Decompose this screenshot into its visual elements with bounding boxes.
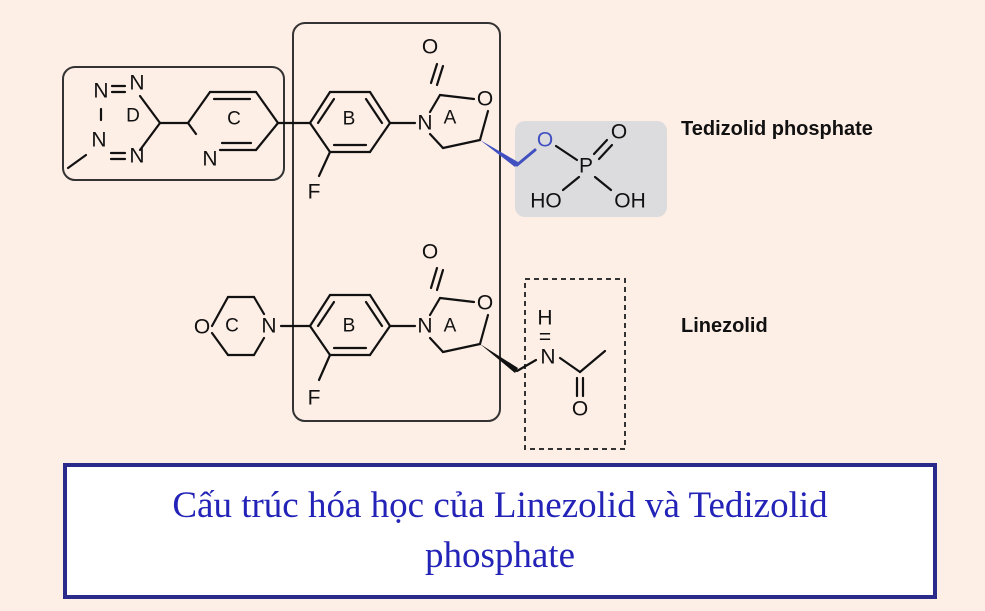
atom-o: O <box>572 398 588 421</box>
atom-n: N <box>202 148 217 171</box>
atom-n: N <box>93 80 108 103</box>
ring-label-d: D <box>126 106 140 127</box>
box-rings-a-b <box>292 22 501 422</box>
ring-label-b: B <box>343 109 356 130</box>
linezolid-structure: O N C F B N O O A H = N <box>194 241 607 421</box>
compound-name-tedizolid: Tedizolid phosphate <box>681 118 873 140</box>
atom-n: N <box>91 129 106 152</box>
atom-o: O <box>611 121 627 144</box>
atom-n: N <box>261 315 276 338</box>
atom-p: P <box>579 155 593 178</box>
atom-o: O <box>477 88 493 111</box>
tedizolid-structure: N N N N D N C F B N <box>66 36 646 213</box>
atom-n: N <box>129 72 144 95</box>
atom-n: N <box>417 315 432 338</box>
atom-o-linker: O <box>537 129 553 152</box>
figure-caption: Cấu trúc hóa học của Linezolid và Tedizo… <box>63 463 937 599</box>
ring-label-a: A <box>444 316 457 337</box>
bond-equals-mark: = <box>539 326 551 349</box>
ring-label-a: A <box>444 108 457 129</box>
box-acetamide <box>524 278 626 450</box>
atom-oh: OH <box>614 190 646 213</box>
atom-ho: HO <box>530 190 562 213</box>
atom-n: N <box>129 145 144 168</box>
ring-label-c: C <box>225 316 239 337</box>
atom-n: N <box>540 346 555 369</box>
atom-o: O <box>422 36 438 59</box>
atom-h: H <box>537 307 552 330</box>
compound-name-linezolid: Linezolid <box>681 315 768 337</box>
atom-n: N <box>417 112 432 135</box>
atom-o: O <box>194 316 210 339</box>
atom-f: F <box>308 181 321 204</box>
box-phosphate <box>515 121 667 217</box>
atom-o: O <box>477 292 493 315</box>
ring-label-c: C <box>227 109 241 130</box>
atom-f: F <box>308 387 321 410</box>
atom-o: O <box>422 241 438 264</box>
ring-label-b: B <box>343 316 356 337</box>
